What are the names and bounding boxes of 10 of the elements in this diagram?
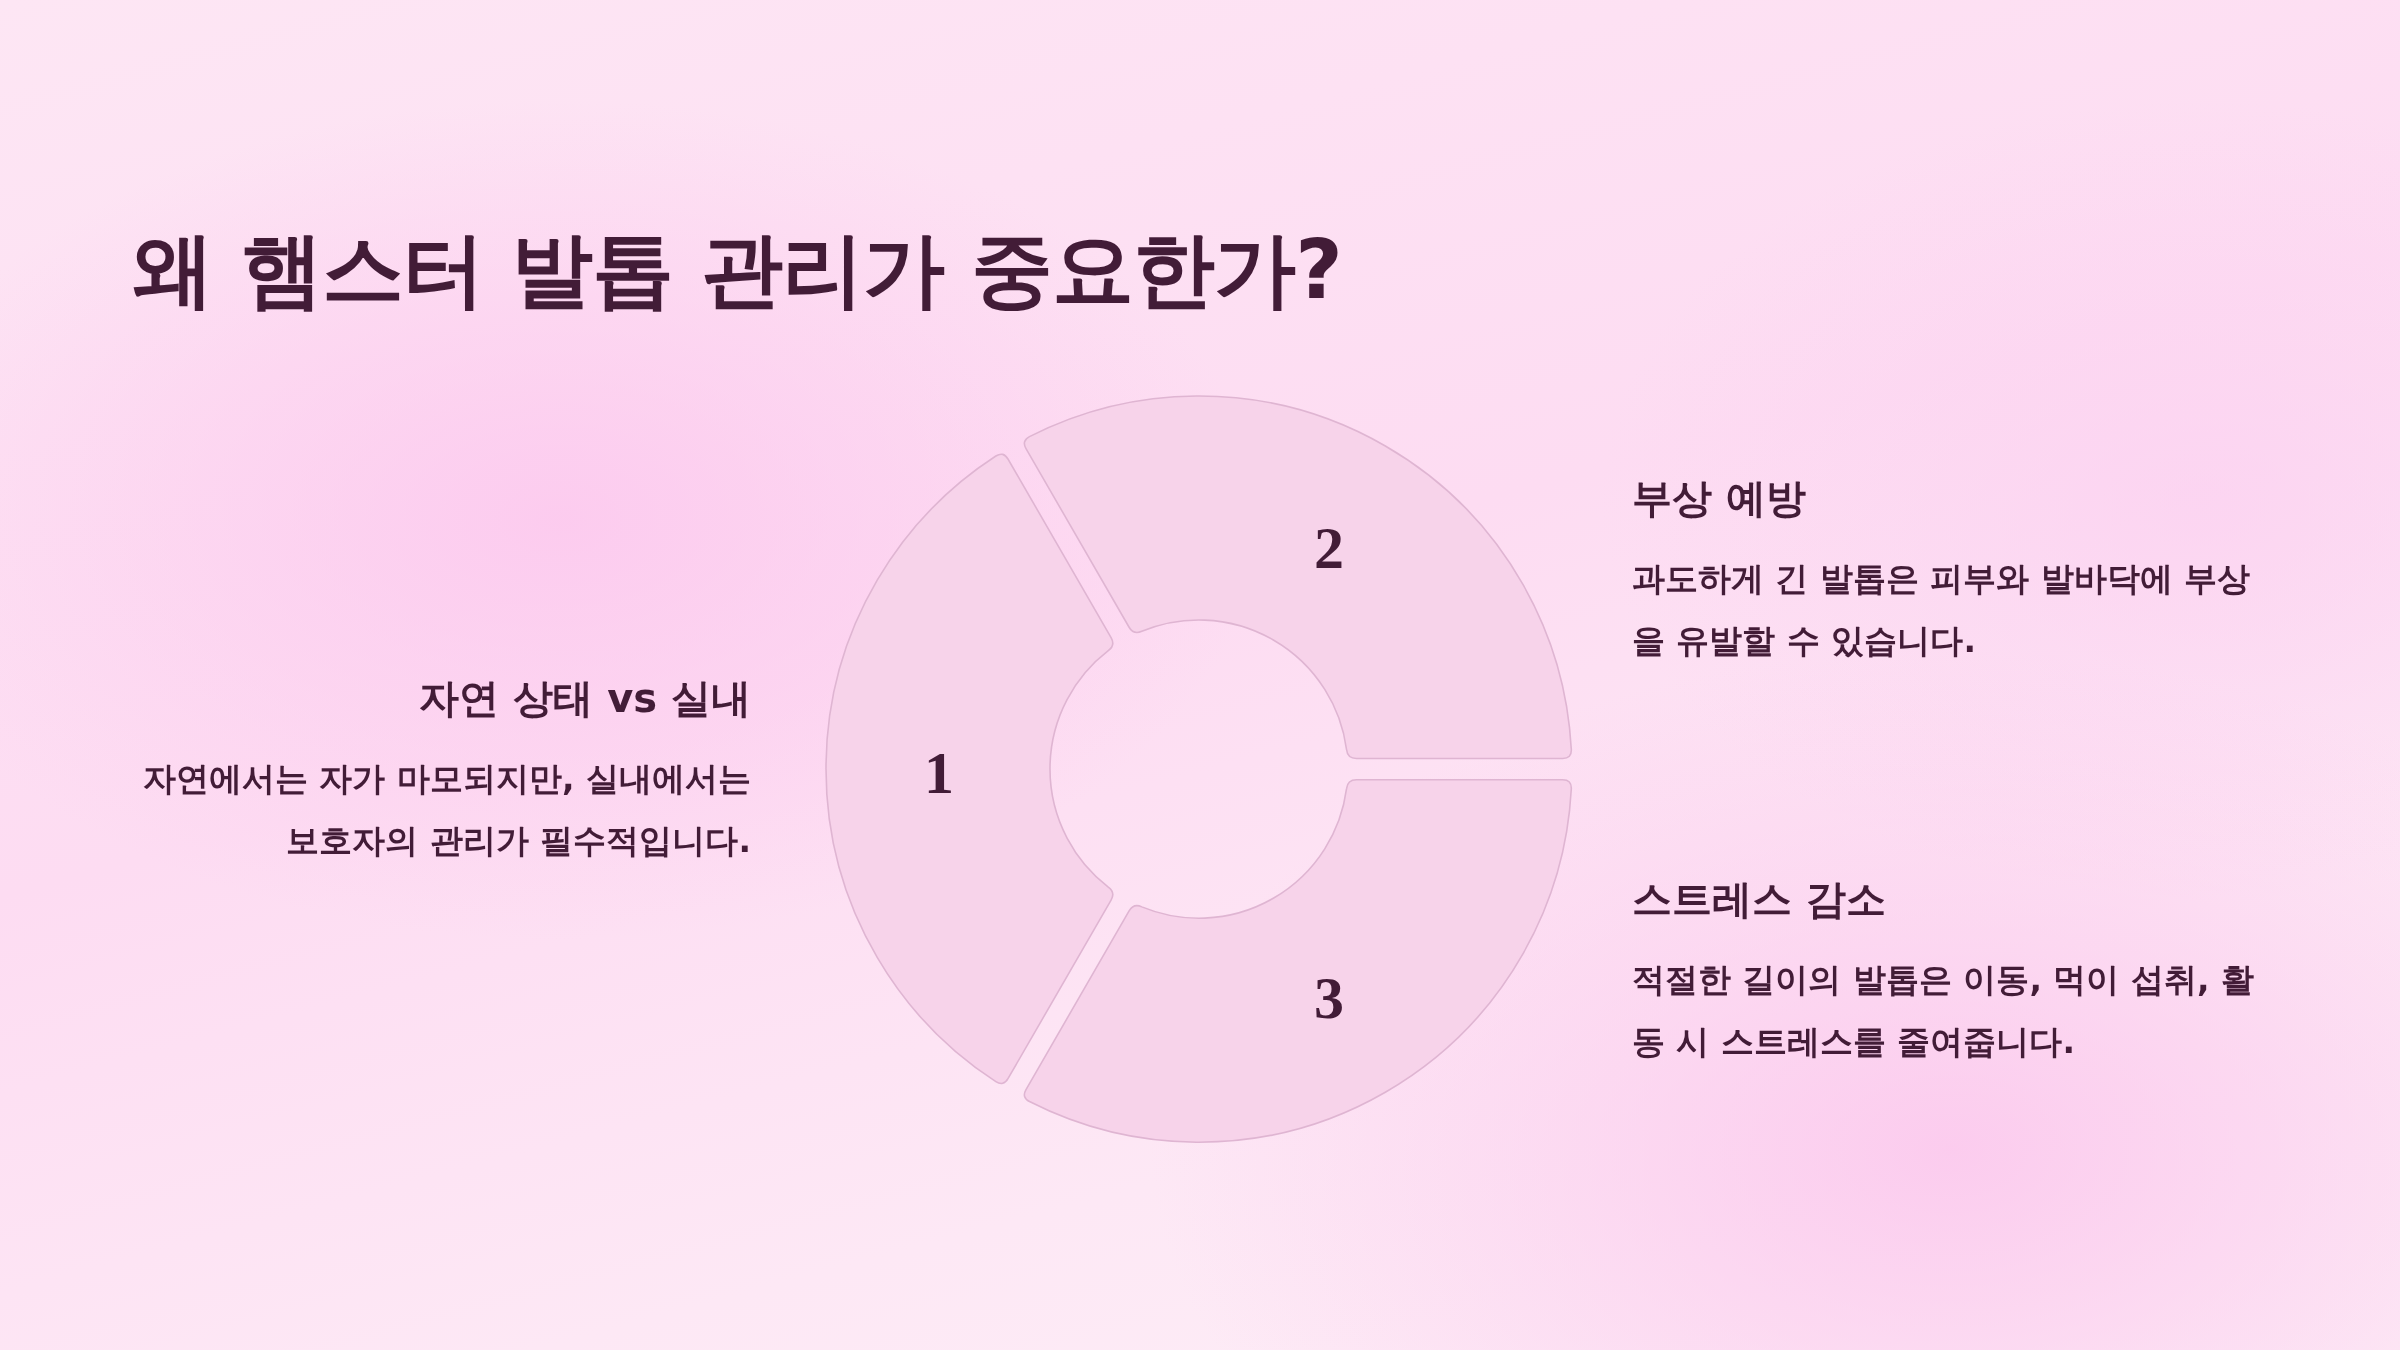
segment-description: 과도하게 긴 발톱은 피부와 발바닥에 부상을 유발할 수 있습니다. — [1632, 558, 2252, 662]
segment-heading: 부상 예방 — [1632, 474, 1807, 522]
segment-description: 적절한 길이의 발톱은 이동, 먹이 섭취, 활동 시 스트레스를 줄여줍니다. — [1632, 959, 2255, 1063]
segment-number: 2 — [1314, 517, 1344, 578]
segment-number: 3 — [1314, 968, 1344, 1029]
segment-heading: 스트레스 감소 — [1632, 875, 1887, 923]
segment-description: 자연에서는 자가 마모되지만, 실내에서는 보호자의 관리가 필수적입니다. — [142, 758, 751, 862]
title: 왜 햄스터 발톱 관리가 중요한가? — [132, 221, 1342, 319]
segment-number: 1 — [924, 743, 954, 803]
segment-heading: 자연 상태 vs 실내 — [418, 674, 751, 722]
